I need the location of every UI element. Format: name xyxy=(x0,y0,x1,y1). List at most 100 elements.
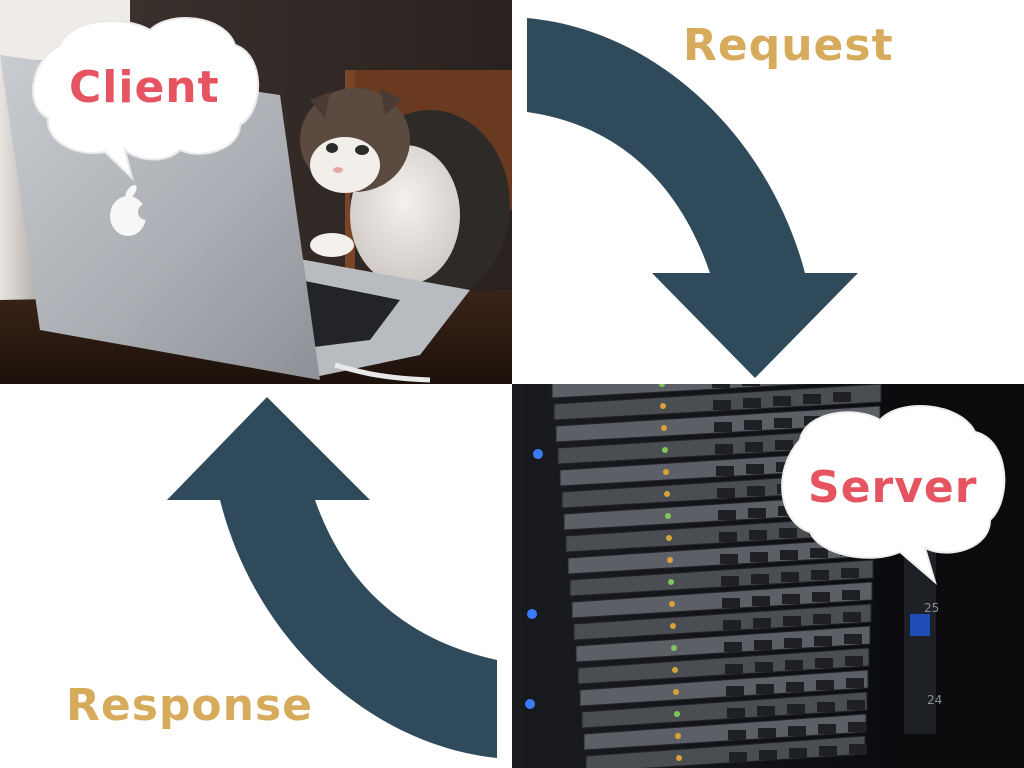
drive-bay xyxy=(785,660,803,670)
drive-bay xyxy=(721,576,739,586)
status-led xyxy=(669,601,675,607)
request-arrow xyxy=(527,18,858,378)
drive-bay xyxy=(818,724,836,734)
drive-bay xyxy=(781,572,799,582)
drive-bay xyxy=(774,418,792,428)
rack-unit xyxy=(579,669,869,707)
drive-bay xyxy=(759,750,777,760)
status-led xyxy=(675,733,681,739)
rack-unit xyxy=(581,691,868,729)
drive-bay xyxy=(780,550,798,560)
drive-bay xyxy=(782,594,800,604)
drive-bay xyxy=(849,744,867,754)
drive-bay xyxy=(745,442,763,452)
drive-bay xyxy=(814,636,832,646)
drive-bay xyxy=(750,552,768,562)
drive-bay xyxy=(810,548,828,558)
drive-bay xyxy=(752,596,770,606)
drive-bay xyxy=(744,420,762,430)
rack-unit xyxy=(573,603,872,641)
drive-bay xyxy=(712,384,730,388)
status-led xyxy=(661,425,667,431)
server-label: Server xyxy=(808,462,978,513)
client-speech-bubble xyxy=(32,17,260,182)
drive-bay xyxy=(749,530,767,540)
drive-bay xyxy=(713,400,731,410)
rack-unit xyxy=(551,384,818,399)
drive-bay xyxy=(775,440,793,450)
drive-bay xyxy=(751,574,769,584)
status-led xyxy=(659,384,665,387)
request-label: Request xyxy=(683,20,894,71)
drive-bay xyxy=(787,704,805,714)
status-led xyxy=(660,403,666,409)
drive-bay xyxy=(779,528,797,538)
server-speech-bubble xyxy=(781,405,1006,585)
drive-bay xyxy=(726,686,744,696)
drive-bay xyxy=(748,508,766,518)
drive-bay xyxy=(845,656,863,666)
drive-bay xyxy=(747,486,765,496)
status-led xyxy=(676,755,682,761)
drive-bay xyxy=(817,702,835,712)
rack-unit xyxy=(577,647,870,685)
drive-bay xyxy=(715,444,733,454)
drive-bay xyxy=(722,598,740,608)
drive-bay xyxy=(719,532,737,542)
drive-bay xyxy=(716,466,734,476)
drive-bay xyxy=(784,638,802,648)
status-led xyxy=(672,667,678,673)
drive-bay xyxy=(789,748,807,758)
status-led xyxy=(665,513,671,519)
drive-bay xyxy=(723,620,741,630)
drive-bay xyxy=(813,614,831,624)
drive-bay xyxy=(783,616,801,626)
drive-bay xyxy=(786,682,804,692)
status-led xyxy=(663,469,669,475)
drive-bay xyxy=(841,568,859,578)
drive-bay xyxy=(844,634,862,644)
drive-bay xyxy=(756,684,774,694)
client-label: Client xyxy=(69,62,220,113)
svg-text:25: 25 xyxy=(924,601,939,615)
drive-bay xyxy=(819,746,837,756)
drive-bay xyxy=(757,706,775,716)
drive-bay xyxy=(803,394,821,404)
apple-logo-icon xyxy=(110,185,154,236)
drive-bay xyxy=(842,590,860,600)
drive-bay xyxy=(729,752,747,762)
drive-bay xyxy=(843,612,861,622)
status-led xyxy=(662,447,668,453)
drive-bay xyxy=(833,392,851,402)
status-led xyxy=(664,491,670,497)
drive-bay xyxy=(753,618,771,628)
drive-bay xyxy=(717,488,735,498)
drive-bay xyxy=(714,422,732,432)
drive-bay xyxy=(811,570,829,580)
drive-bay xyxy=(755,662,773,672)
rack-units xyxy=(551,384,882,768)
drive-bay xyxy=(727,708,745,718)
rack-unit xyxy=(575,625,871,663)
drive-bay xyxy=(847,700,865,710)
drive-bay xyxy=(725,664,743,674)
drive-bay xyxy=(743,398,761,408)
status-led xyxy=(668,579,674,585)
drive-bay xyxy=(718,510,736,520)
drive-bay xyxy=(758,728,776,738)
response-label: Response xyxy=(66,680,313,731)
drive-bay xyxy=(728,730,746,740)
drive-bay xyxy=(773,396,791,406)
response-arrow xyxy=(167,397,497,758)
status-led xyxy=(674,711,680,717)
status-led xyxy=(671,645,677,651)
drive-bay xyxy=(816,680,834,690)
drive-bay xyxy=(815,658,833,668)
status-led xyxy=(666,535,672,541)
drive-bay xyxy=(720,554,738,564)
drive-bay xyxy=(788,726,806,736)
drive-bay xyxy=(846,678,864,688)
status-led xyxy=(667,557,673,563)
drive-bay xyxy=(754,640,772,650)
